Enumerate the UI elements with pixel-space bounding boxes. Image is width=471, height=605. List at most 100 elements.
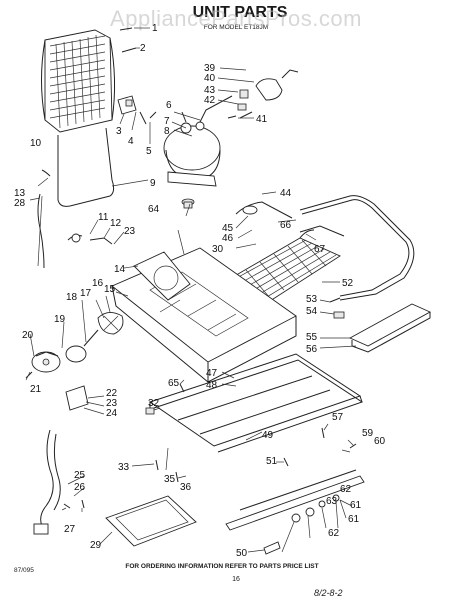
callout-48: 48 [206,380,218,391]
screw-1 [119,27,133,31]
screw-51 [283,457,289,467]
callout-55: 55 [306,332,318,343]
compressor [163,95,233,209]
callout-20: 20 [22,330,34,341]
callout-28: 28 [14,198,26,209]
callout-32: 32 [148,398,160,409]
screw-53 [329,297,341,303]
ordering-note: FOR ORDERING INFORMATION REFER TO PARTS … [125,563,318,570]
callout-13: 13 [14,188,26,199]
callout-44: 44 [280,188,292,199]
base-pan [111,247,297,383]
callout-labels: 1 2 3 4 5 6 7 8 9 10 11 12 13 14 15 16 1… [14,23,386,559]
callout-52: 52 [342,278,354,289]
callout-35: 35 [164,474,176,485]
callout-42: 42 [204,95,216,106]
callout-62-upper: 62 [340,484,352,495]
screw-57 [321,427,325,439]
callout-14: 14 [114,264,126,275]
document-code: 87/095 [14,567,34,574]
callout-49: 49 [262,430,274,441]
callout-43: 43 [204,85,216,96]
callout-23-upper: 23 [124,226,136,237]
leveling-leg-hardware [263,494,340,555]
callout-26: 26 [74,482,86,493]
callout-53: 53 [306,294,318,305]
power-cord [33,429,61,535]
watermark-text: AppliancePartsPros.com [110,6,362,31]
callout-65: 65 [168,378,180,389]
callout-54: 54 [306,306,318,317]
callout-51: 51 [266,456,278,467]
callout-4: 4 [128,136,134,147]
callout-61-lower: 61 [348,514,360,525]
callout-56: 56 [306,344,318,355]
page-title: UNIT PARTS [193,4,288,21]
callout-50: 50 [236,548,248,559]
callout-45: 45 [222,223,234,234]
start-relay-assembly [227,69,299,119]
screw-2 [121,47,137,53]
cold-control-tube [37,169,51,269]
refrigerant-tubing [299,195,415,301]
screw-26 [81,499,85,509]
callout-3: 3 [116,126,122,137]
callout-19: 19 [54,314,66,325]
callout-60: 60 [374,436,386,447]
callout-18: 18 [66,292,78,303]
callout-5: 5 [146,146,152,157]
callout-40: 40 [204,73,216,84]
callout-47: 47 [206,368,218,379]
drain-pan [105,495,197,547]
callout-61-upper: 61 [350,500,362,511]
callout-30: 30 [212,244,224,255]
callout-29: 29 [90,540,102,551]
page-subtitle: FOR MODEL ET18JM [204,24,268,31]
callout-36: 36 [180,482,192,493]
callout-23-lower: 23 [106,398,118,409]
callout-59: 59 [362,428,374,439]
callout-8: 8 [164,126,170,137]
callout-33: 33 [118,462,130,473]
callout-67: 67 [314,244,326,255]
clip-32 [145,407,155,415]
terminal-box [65,385,89,411]
leader-lines [25,27,357,553]
callout-63: 63 [326,496,338,507]
callout-10: 10 [30,138,42,149]
callout-15: 15 [104,284,116,295]
callout-9: 9 [150,178,156,189]
mounting-frame [148,353,364,453]
screw-27 [63,503,71,509]
callout-21: 21 [30,384,42,395]
callout-62-lower: 62 [328,528,340,539]
clip-54 [333,311,345,319]
screw-36 [175,471,179,483]
fan-motor [25,351,61,379]
callout-46: 46 [222,233,234,244]
callout-24: 24 [106,408,118,419]
callout-66: 66 [280,220,292,231]
callout-57: 57 [332,412,344,423]
callout-11: 11 [98,212,109,223]
callout-6: 6 [166,100,172,111]
callout-64: 64 [148,204,160,215]
revision-stamp: 8/2-8-2 [314,588,343,598]
callout-12: 12 [110,218,122,229]
callout-27: 27 [64,524,76,535]
callout-41: 41 [256,114,268,125]
callout-39: 39 [204,63,216,74]
condenser-coil [41,29,116,207]
callout-25: 25 [74,470,86,481]
page-number: 16 [232,576,240,583]
base-rail [225,469,365,531]
callout-17: 17 [80,288,92,299]
callout-2: 2 [140,43,146,54]
callout-7: 7 [164,116,170,127]
callout-1: 1 [152,23,158,34]
screw-59 [349,443,357,449]
callout-22: 22 [106,388,118,399]
drain-trough [348,303,432,353]
